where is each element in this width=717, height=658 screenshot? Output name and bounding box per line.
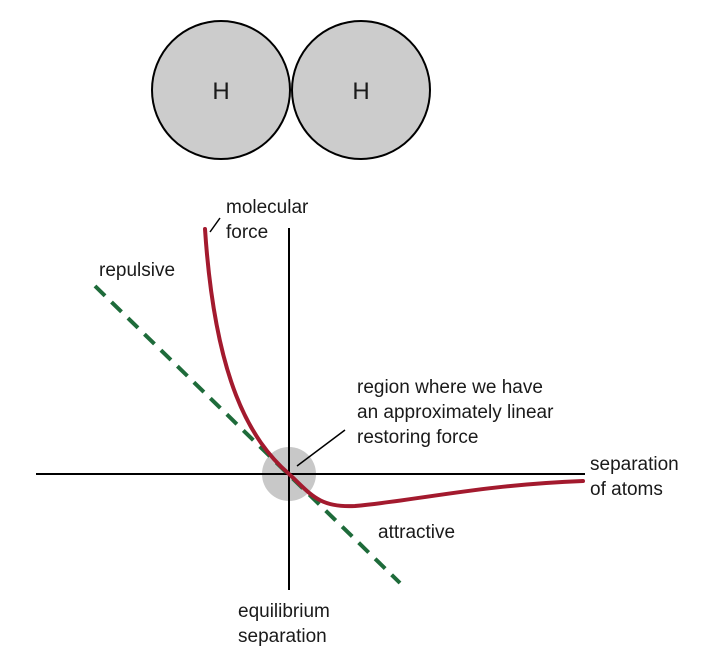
region-note-line-2: an approximately linear — [357, 402, 554, 423]
linear-approximation-line — [93, 284, 402, 585]
repulsive-label: repulsive — [99, 260, 176, 281]
region-note-line-1: region where we have — [357, 377, 543, 398]
right-hydrogen-atom — [291, 20, 431, 160]
curve-label-leader — [209, 217, 221, 233]
molecular-force-curve — [203, 227, 585, 509]
curve-label-line-2: force — [226, 222, 269, 243]
x-axis-label-line-2: of atoms — [590, 479, 663, 500]
curve-label-line-1: molecular — [226, 197, 309, 218]
x-axis-label-line-1: separation — [590, 454, 679, 475]
curve-label: molecular force — [226, 195, 308, 245]
region-note-leader — [296, 429, 346, 467]
x-axis-label: separation of atoms — [590, 452, 679, 502]
attractive-label: attractive — [378, 522, 456, 543]
region-note: region where we have an approximately li… — [357, 375, 553, 450]
origin-label-line-2: separation — [238, 626, 327, 647]
origin-label: equilibrium separation — [238, 599, 330, 649]
right-atom-label: H — [352, 78, 369, 105]
left-atom-label: H — [212, 78, 229, 105]
origin-label-line-1: equilibrium — [238, 601, 330, 622]
region-note-line-3: restoring force — [357, 427, 479, 448]
left-hydrogen-atom — [151, 20, 291, 160]
